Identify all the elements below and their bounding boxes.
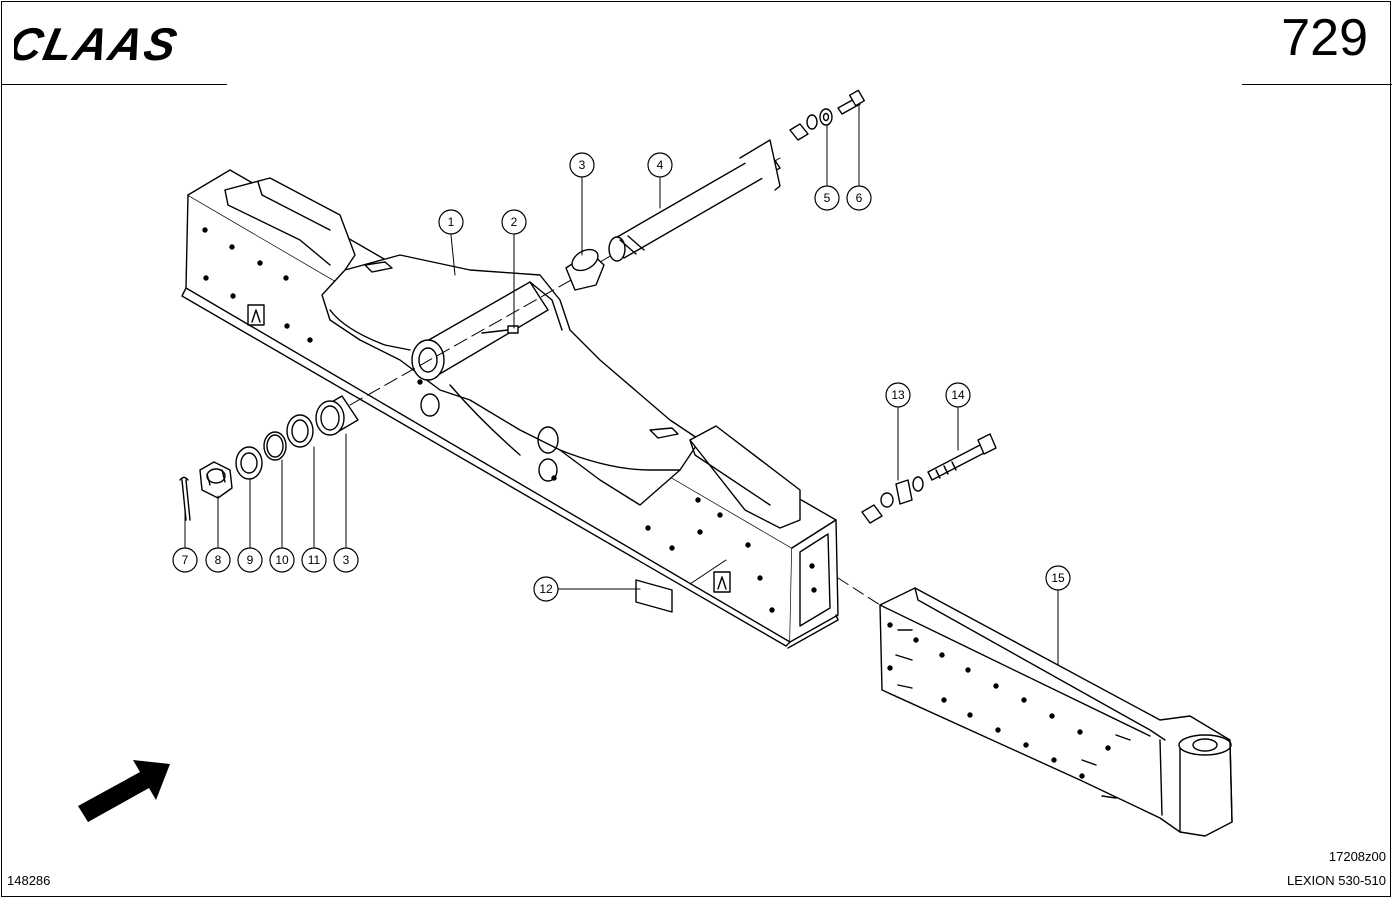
callout-2: 2: [501, 209, 527, 235]
extension-arm: [879, 587, 1233, 837]
callout-15: 15: [1045, 565, 1071, 591]
svg-text:6: 6: [856, 191, 863, 205]
direction-arrow-icon: [78, 760, 170, 822]
callout-7: 7: [172, 547, 198, 573]
claas-logo-graphic: CLAAS: [4, 18, 183, 69]
figure-code: 17208z00: [1328, 849, 1386, 864]
callout-4: 4: [647, 152, 673, 178]
callout-11: 11: [301, 547, 327, 573]
callout-10: 10: [269, 547, 295, 573]
callout-1: 1: [438, 209, 464, 235]
extension-axis-line: [837, 577, 881, 606]
grease-nipple: [481, 325, 519, 334]
header-rule-left: [1, 84, 227, 85]
callout-13: 13: [885, 382, 911, 408]
svg-text:3: 3: [343, 553, 350, 567]
callout-14: 14: [945, 382, 971, 408]
svg-text:10: 10: [275, 553, 289, 567]
callout-3-upper: 3: [569, 152, 595, 178]
page-number: 729: [1281, 9, 1368, 67]
svg-text:13: 13: [891, 388, 905, 402]
svg-text:4: 4: [657, 158, 664, 172]
svg-text:5: 5: [824, 191, 831, 205]
callout-group: 1 2 3 4 5 6 7 8 9 10 11 3 12 13 14 15: [172, 152, 1071, 602]
logo-text: CLAAS: [14, 22, 183, 66]
svg-text:12: 12: [539, 582, 553, 596]
callout-9: 9: [237, 547, 263, 573]
pivot-axis-line: [349, 274, 581, 406]
svg-text:9: 9: [247, 553, 254, 567]
right-fasteners: [861, 433, 997, 524]
pivot-tube: [411, 281, 563, 381]
svg-text:11: 11: [308, 553, 321, 567]
callout-12: 12: [533, 576, 559, 602]
drawing-number: 148286: [7, 873, 51, 888]
svg-text:14: 14: [951, 388, 965, 402]
bushing-upper: [565, 248, 605, 291]
callout-3-lower: 3: [333, 547, 359, 573]
callout-8: 8: [205, 547, 231, 573]
decal-plate: [635, 579, 673, 613]
svg-text:15: 15: [1051, 571, 1065, 585]
svg-text:2: 2: [511, 215, 518, 229]
header-rule-right: [1242, 84, 1392, 85]
callout-5: 5: [814, 185, 840, 211]
lower-left-parts: [179, 395, 359, 521]
svg-text:1: 1: [448, 215, 455, 229]
upper-fasteners: [789, 89, 866, 141]
model-label: LEXION 530-510: [1286, 873, 1386, 888]
svg-text:3: 3: [579, 158, 586, 172]
pivot-pin: [608, 139, 781, 262]
svg-text:7: 7: [182, 553, 189, 567]
brand-logo: CLAAS: [4, 18, 234, 71]
svg-text:8: 8: [215, 553, 222, 567]
leader-lines: [184, 103, 1059, 666]
pivot-bracket: [224, 177, 801, 529]
callout-6: 6: [846, 185, 872, 211]
